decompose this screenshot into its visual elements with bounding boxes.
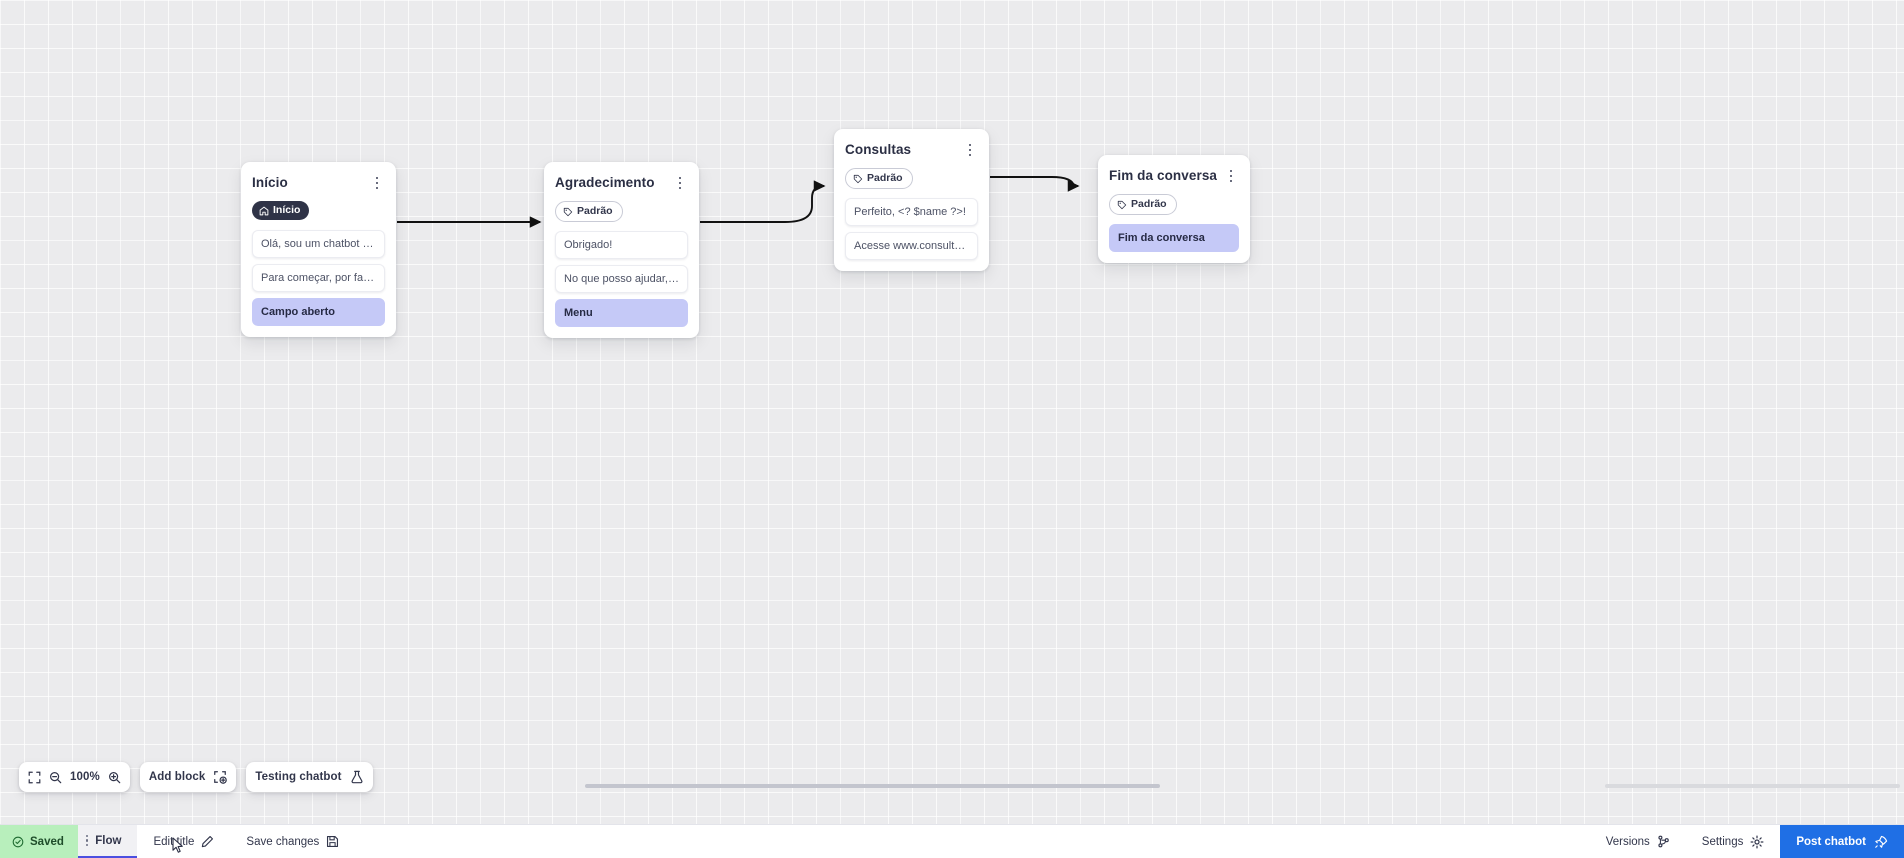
node-tag[interactable]: Padrão (1109, 194, 1177, 215)
node-row[interactable]: Para começar, por favor digite o ... (252, 263, 385, 292)
node-row[interactable]: Acesse www.consultas.com par... (845, 232, 978, 260)
node-rows: Fim da conversa (1109, 224, 1239, 252)
versions-button[interactable]: Versions (1590, 825, 1686, 858)
node-row[interactable]: Olá, sou um chatbot de teste! (252, 229, 385, 258)
settings-button[interactable]: Settings (1686, 825, 1781, 858)
tag-icon (563, 207, 573, 216)
pencil-icon (202, 835, 214, 848)
node-rows: Olá, sou um chatbot de teste! Para começ… (252, 229, 385, 326)
horizontal-scrollbar[interactable] (585, 784, 1160, 788)
node-tag[interactable]: Padrão (845, 168, 913, 189)
node-row[interactable]: Obrigado! (555, 231, 688, 259)
post-chatbot-button[interactable]: Post chatbot (1780, 825, 1904, 858)
add-block-label: Add block (148, 771, 206, 783)
node-menu-button[interactable] (672, 174, 688, 192)
node-title: Fim da conversa (1109, 168, 1218, 183)
flow-edges (397, 176, 1080, 228)
node-header: Fim da conversa (1109, 167, 1239, 185)
zoom-in-icon[interactable] (108, 771, 121, 784)
tag-icon (1117, 200, 1127, 209)
check-circle-icon (12, 836, 24, 847)
flow-node-consultas[interactable]: Consultas Padrão Perfeito, <? $name ?>! … (834, 129, 989, 271)
node-row[interactable]: Menu (555, 299, 688, 327)
rocket-icon (1875, 835, 1888, 848)
node-row[interactable]: Perfeito, <? $name ?>! (845, 198, 978, 226)
node-tag-label: Padrão (577, 205, 613, 217)
flow-node-inicio[interactable]: Início Início Olá, sou um chatbot de tes… (241, 162, 396, 337)
fullscreen-icon[interactable] (28, 771, 41, 784)
add-block-icon (213, 770, 228, 784)
flow-canvas[interactable]: Início Início Olá, sou um chatbot de tes… (0, 0, 1904, 824)
node-rows: Perfeito, <? $name ?>! Acesse www.consul… (845, 198, 978, 260)
flow-node-agradecimento[interactable]: Agradecimento Padrão Obrigado! No que po… (544, 162, 699, 338)
node-row[interactable]: No que posso ajudar, <? $name ... (555, 265, 688, 293)
zoom-level: 100% (70, 771, 100, 783)
mouse-cursor-icon (172, 837, 183, 853)
canvas-toolbar: 100% Add block (19, 762, 373, 792)
node-title: Agradecimento (555, 175, 655, 190)
add-block-button[interactable]: Add block (139, 762, 237, 792)
save-changes-button[interactable]: Save changes (230, 825, 355, 858)
edge-consultas-fim (990, 176, 1080, 192)
node-tag[interactable]: Início (252, 201, 310, 220)
node-menu-button[interactable] (369, 174, 385, 192)
node-header: Início (252, 174, 385, 192)
node-title: Consultas (845, 142, 912, 157)
versions-label: Versions (1605, 835, 1650, 848)
node-tag-label: Padrão (1131, 198, 1167, 210)
horizontal-scrollbar-secondary[interactable] (1605, 784, 1900, 788)
gear-icon (1750, 835, 1764, 848)
save-changes-label: Save changes (246, 835, 320, 848)
post-chatbot-label: Post chatbot (1796, 835, 1866, 848)
edge-agradecimento-consultas (700, 180, 826, 223)
saved-status-badge: Saved (0, 825, 78, 858)
settings-label: Settings (1701, 835, 1744, 848)
tag-icon (853, 174, 863, 183)
node-menu-button[interactable] (1223, 167, 1239, 185)
testing-chatbot-button[interactable]: Testing chatbot (246, 762, 373, 792)
node-tag-label: Início (273, 204, 301, 216)
testing-chatbot-label: Testing chatbot (255, 771, 342, 783)
saved-label: Saved (30, 835, 64, 848)
node-tag[interactable]: Padrão (555, 201, 623, 222)
node-menu-button[interactable] (962, 141, 978, 159)
node-title: Início (252, 175, 288, 190)
zoom-out-icon[interactable] (49, 771, 62, 784)
home-icon (259, 206, 269, 215)
tab-flow[interactable]: Flow (77, 825, 183, 858)
flow-node-fim-da-conversa[interactable]: Fim da conversa Padrão Fim da conversa (1098, 155, 1250, 263)
edit-title-button[interactable]: Edit title (137, 825, 230, 858)
drag-dots-icon[interactable] (85, 834, 89, 847)
tab-flow-label: Flow (95, 834, 122, 847)
branch-icon (1658, 835, 1669, 848)
node-header: Agradecimento (555, 174, 688, 192)
save-disk-icon (327, 835, 339, 848)
node-rows: Obrigado! No que posso ajudar, <? $name … (555, 231, 688, 327)
node-header: Consultas (845, 141, 978, 159)
node-row[interactable]: Campo aberto (252, 297, 385, 326)
bottom-bar-right: Versions Settings Post chatbot (1590, 825, 1904, 858)
bottom-bar: Saved Flow Edit title Save changes Ver (0, 824, 1904, 858)
zoom-controls: 100% (19, 762, 130, 792)
node-tag-label: Padrão (867, 172, 903, 184)
flask-icon (350, 770, 364, 784)
node-row[interactable]: Fim da conversa (1109, 224, 1239, 252)
